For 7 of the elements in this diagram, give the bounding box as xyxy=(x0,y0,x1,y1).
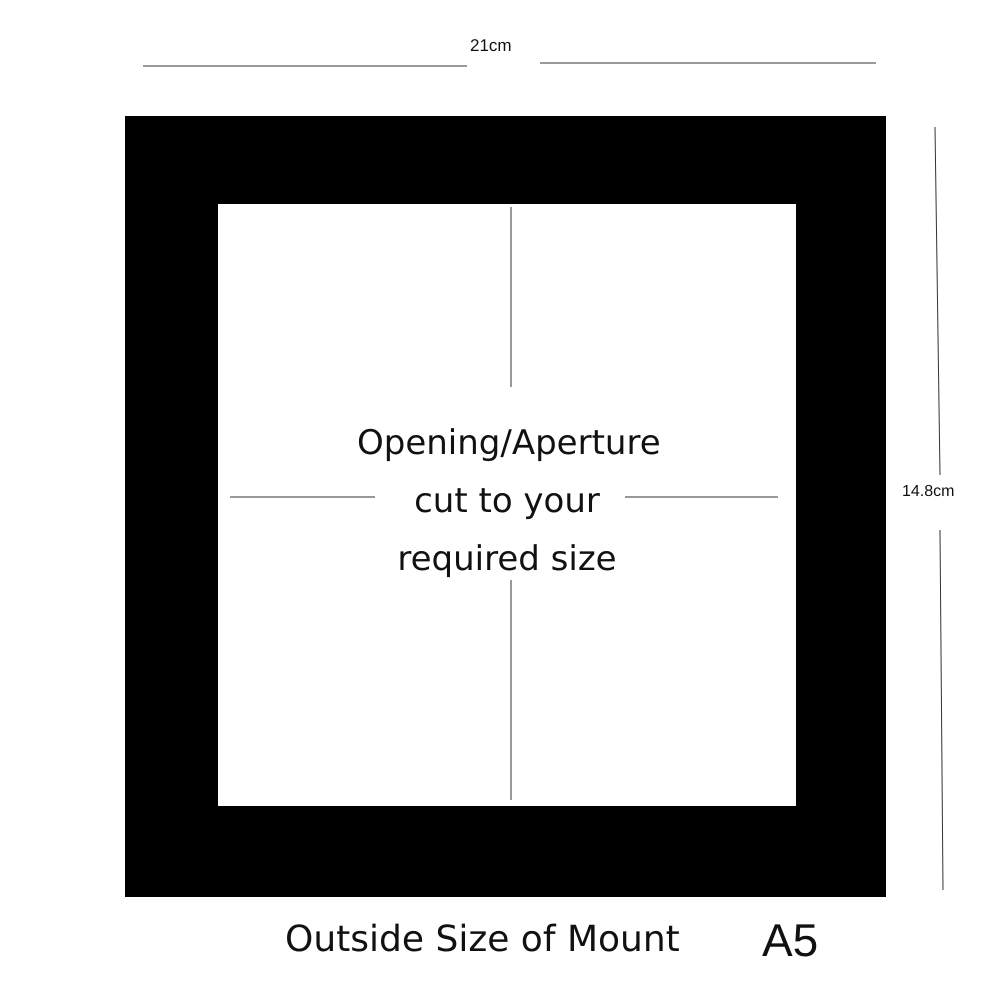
caption-text: Outside Size of Mount xyxy=(285,922,680,958)
dimension-label: 14.8cm xyxy=(902,484,954,500)
size-label: A5 xyxy=(762,917,818,963)
mount-frame xyxy=(125,116,886,897)
aperture-text: Opening/Aperture cut to your required size xyxy=(357,422,657,581)
dimension-label: 21cm xyxy=(470,37,512,54)
aperture-opening xyxy=(218,204,796,806)
